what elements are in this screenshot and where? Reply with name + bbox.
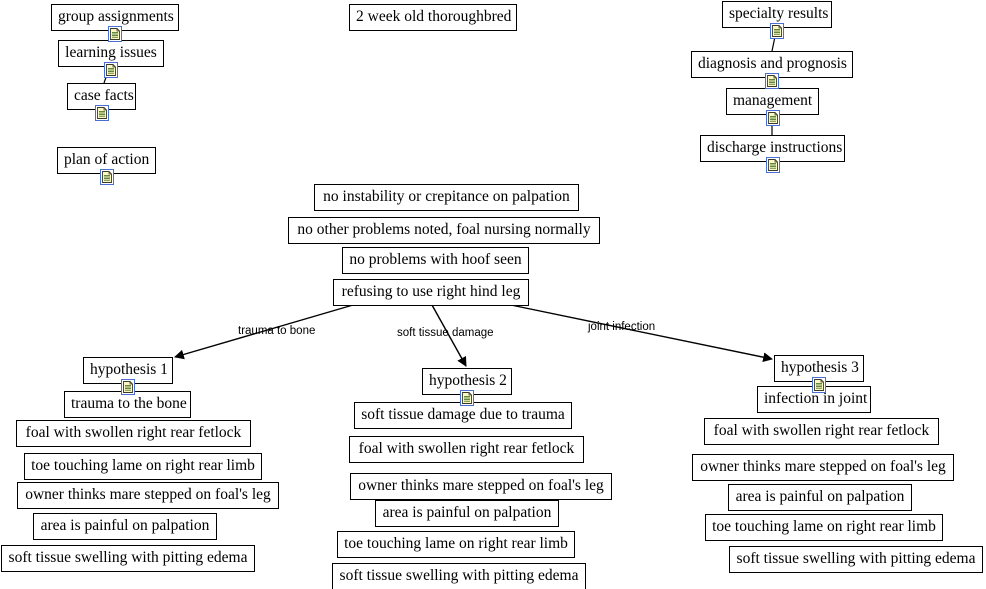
node-patient-header[interactable]: 2 week old thoroughbred xyxy=(349,4,517,31)
node-h2-evidence-4[interactable]: toe touching lame on right rear limb xyxy=(337,531,575,558)
node-case-facts[interactable]: case facts xyxy=(67,83,136,110)
node-h2-evidence-2[interactable]: owner thinks mare stepped on foal's leg xyxy=(350,473,612,500)
document-icon[interactable] xyxy=(765,110,780,126)
node-h2-evidence-1[interactable]: foal with swollen right rear fetlock xyxy=(349,436,584,463)
document-icon[interactable] xyxy=(104,62,118,78)
document-icon[interactable] xyxy=(99,169,114,185)
label-soft-tissue-damage: soft tissue damage xyxy=(397,327,494,339)
node-fact-no-instability[interactable]: no instability or crepitance on palpatio… xyxy=(314,184,579,211)
node-h2-evidence-3[interactable]: area is painful on palpation xyxy=(375,500,559,527)
node-fact-no-other-problems[interactable]: no other problems noted, foal nursing no… xyxy=(288,217,600,244)
node-fact-no-hoof-problems[interactable]: no problems with hoof seen xyxy=(342,247,529,274)
node-h3-evidence-2[interactable]: owner thinks mare stepped on foal's leg xyxy=(692,454,954,481)
node-h1-evidence-2[interactable]: toe touching lame on right rear limb xyxy=(24,453,262,480)
node-h3-evidence-5[interactable]: soft tissue swelling with pitting edema xyxy=(729,546,983,573)
node-h1-diagnosis[interactable]: trauma to the bone xyxy=(64,391,191,418)
node-h1-evidence-3[interactable]: owner thinks mare stepped on foal's leg xyxy=(17,482,279,509)
node-h1-evidence-4[interactable]: area is painful on palpation xyxy=(33,513,217,540)
document-icon[interactable] xyxy=(460,390,474,406)
node-h1-evidence-5[interactable]: soft tissue swelling with pitting edema xyxy=(1,545,255,572)
label-joint-infection: joint infection xyxy=(588,321,656,333)
node-fact-refusing-leg[interactable]: refusing to use right hind leg xyxy=(333,279,529,306)
document-icon[interactable] xyxy=(770,23,784,39)
document-icon[interactable] xyxy=(765,157,780,173)
node-h3-evidence-4[interactable]: toe touching lame on right rear limb xyxy=(705,514,943,541)
node-h3-evidence-3[interactable]: area is painful on palpation xyxy=(728,484,912,511)
label-trauma-to-bone: trauma to bone xyxy=(238,325,316,337)
node-h3-evidence-1[interactable]: foal with swollen right rear fetlock xyxy=(704,418,939,445)
document-icon[interactable] xyxy=(765,73,779,89)
node-h1-evidence-1[interactable]: foal with swollen right rear fetlock xyxy=(16,420,251,447)
document-icon[interactable] xyxy=(121,379,135,395)
document-icon[interactable] xyxy=(94,105,109,121)
document-icon[interactable] xyxy=(812,377,826,393)
document-icon[interactable] xyxy=(108,26,122,42)
node-h2-evidence-5[interactable]: soft tissue swelling with pitting edema xyxy=(332,563,586,589)
